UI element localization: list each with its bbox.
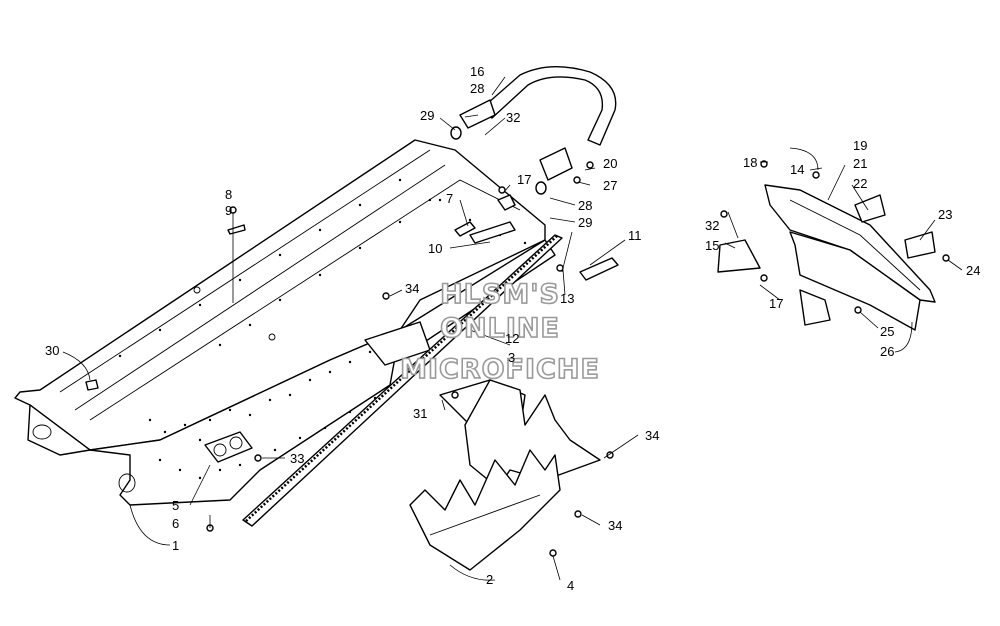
reflector bbox=[579, 257, 619, 281]
callout-30: 30 bbox=[45, 343, 59, 358]
callout-4: 4 bbox=[567, 578, 574, 593]
callout-labels: 1 2 3 4 5 6 7 8 9 10 11 12 13 14 15 16 1… bbox=[45, 64, 980, 593]
callout-5: 5 bbox=[172, 498, 179, 513]
callout-34a: 34 bbox=[405, 281, 419, 296]
rail-strip bbox=[242, 234, 563, 527]
callout-21: 21 bbox=[853, 156, 867, 171]
callout-12: 12 bbox=[505, 331, 519, 346]
callout-23: 23 bbox=[938, 207, 952, 222]
rear-bumper bbox=[717, 184, 936, 331]
callout-22: 22 bbox=[853, 176, 867, 191]
callout-34c: 34 bbox=[608, 518, 622, 533]
callout-33: 33 bbox=[290, 451, 304, 466]
watermark-line-3: MICROFICHE bbox=[400, 354, 600, 385]
callout-20: 20 bbox=[603, 156, 617, 171]
watermark: HLSM'S ONLINE MICROFICHE bbox=[399, 278, 600, 386]
callout-27: 27 bbox=[603, 178, 617, 193]
callout-9: 9 bbox=[225, 203, 232, 218]
leader-lines bbox=[62, 76, 963, 581]
callout-3: 3 bbox=[508, 350, 515, 365]
callout-24: 24 bbox=[966, 263, 980, 278]
callout-19: 19 bbox=[853, 138, 867, 153]
callout-28a: 28 bbox=[470, 81, 484, 96]
callout-14: 14 bbox=[790, 162, 804, 177]
callout-16: 16 bbox=[470, 64, 484, 79]
callout-26: 26 bbox=[880, 344, 894, 359]
grab-bar bbox=[450, 65, 617, 195]
callout-15: 15 bbox=[705, 238, 719, 253]
callout-18: 18 bbox=[743, 155, 757, 170]
callout-13: 13 bbox=[560, 291, 574, 306]
callout-29a: 29 bbox=[420, 108, 434, 123]
snow-flap-lower bbox=[409, 449, 561, 571]
callout-34b: 34 bbox=[645, 428, 659, 443]
callout-7: 7 bbox=[446, 191, 453, 206]
callout-32a: 32 bbox=[506, 110, 520, 125]
callout-11: 11 bbox=[628, 228, 642, 243]
callout-32b: 32 bbox=[705, 218, 719, 233]
callout-1: 1 bbox=[172, 538, 179, 553]
callout-17b: 17 bbox=[769, 296, 783, 311]
watermark-line-2: ONLINE bbox=[440, 313, 560, 344]
hardware bbox=[206, 160, 950, 557]
watermark-line-1: HLSM'S bbox=[440, 279, 560, 310]
callout-2: 2 bbox=[486, 572, 493, 587]
tunnel-assembly bbox=[14, 139, 556, 506]
callout-17a: 17 bbox=[517, 172, 531, 187]
callout-8: 8 bbox=[225, 187, 232, 202]
callout-25: 25 bbox=[880, 324, 894, 339]
callout-6: 6 bbox=[172, 516, 179, 531]
callout-10: 10 bbox=[428, 241, 442, 256]
decals bbox=[454, 194, 516, 244]
callout-28b: 28 bbox=[578, 198, 592, 213]
callout-29b: 29 bbox=[578, 215, 592, 230]
callout-31: 31 bbox=[413, 406, 427, 421]
